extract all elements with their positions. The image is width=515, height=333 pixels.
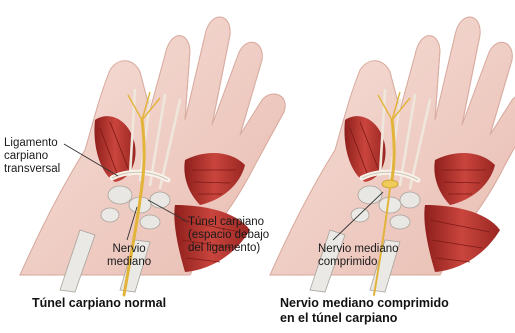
median-nerve-label: Nervio mediano: [107, 243, 151, 269]
compressed-nerve-label: Nervio mediano comprimido: [318, 243, 399, 269]
carpal-tunnel-label: Túnel carpiano (espacio debajo del ligam…: [188, 216, 269, 255]
normal-caption: Túnel carpiano normal: [32, 296, 166, 311]
ligament-label: Ligamento carpiano transversal: [4, 137, 60, 176]
compressed-caption: Nervio mediano comprimido en el túnel ca…: [280, 296, 449, 326]
